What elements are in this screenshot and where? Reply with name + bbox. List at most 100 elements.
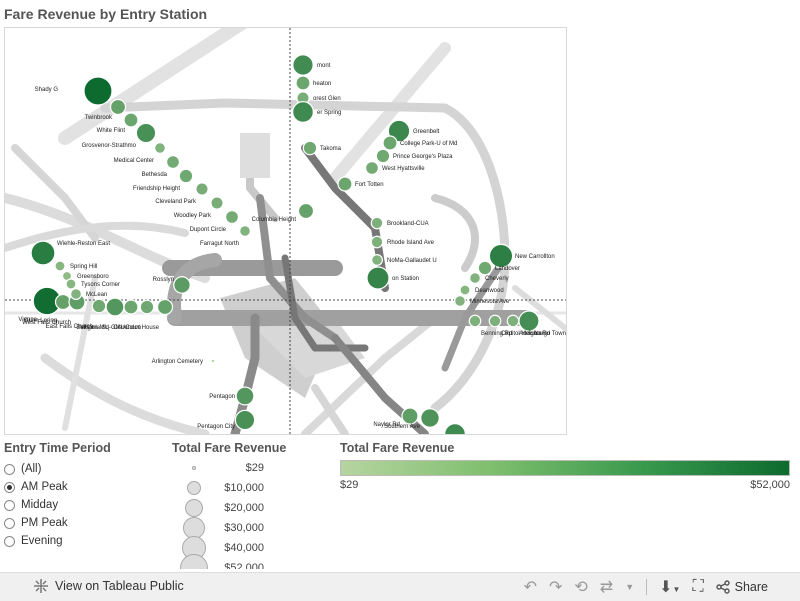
- station-label: Cheverly: [485, 276, 509, 282]
- view-on-tableau-label: View on Tableau Public: [55, 579, 184, 593]
- station-label: Bethesda: [142, 172, 168, 178]
- share-icon: [715, 580, 730, 594]
- redo-icon[interactable]: ↷: [548, 579, 563, 596]
- station-bubble[interactable]: [234, 409, 256, 431]
- station-bubble[interactable]: [459, 284, 471, 296]
- radio-button[interactable]: [4, 535, 15, 547]
- station-bubble[interactable]: [468, 314, 482, 328]
- station-bubble[interactable]: [235, 386, 255, 406]
- station-bubble[interactable]: [292, 101, 314, 123]
- station-bubble[interactable]: [295, 75, 311, 91]
- station-bubble[interactable]: [370, 216, 384, 230]
- station-bubble[interactable]: [30, 240, 56, 266]
- station-bubble[interactable]: [488, 314, 502, 328]
- station-label: on Station: [392, 276, 419, 282]
- size-legend-label: $30,000: [224, 522, 264, 534]
- station-bubble[interactable]: [123, 112, 139, 128]
- station-bubble[interactable]: [477, 260, 493, 276]
- station-label: Landover: [495, 266, 520, 272]
- station-label: heaton: [313, 81, 331, 87]
- view-on-tableau-public-link[interactable]: View on Tableau Public: [34, 579, 184, 593]
- station-bubble[interactable]: [364, 160, 380, 176]
- refresh-icon[interactable]: ⇄: [599, 579, 614, 596]
- station-bubble[interactable]: [210, 358, 216, 364]
- station-bubble[interactable]: [292, 54, 314, 76]
- radio-button[interactable]: [4, 481, 15, 493]
- station-bubble[interactable]: [387, 119, 411, 143]
- station-bubble[interactable]: [375, 148, 391, 164]
- station-bubble[interactable]: [178, 168, 194, 184]
- station-bubble[interactable]: [135, 122, 157, 144]
- station-bubble[interactable]: [105, 297, 125, 317]
- station-bubble[interactable]: [518, 310, 540, 332]
- station-bubble[interactable]: [371, 254, 383, 266]
- station-bubble[interactable]: [444, 423, 466, 434]
- size-legend-circle: [192, 466, 196, 470]
- share-label: Share: [734, 580, 768, 594]
- filter-option-3[interactable]: PM Peak: [4, 514, 164, 532]
- station-bubble[interactable]: [420, 408, 440, 428]
- station-bubble[interactable]: [65, 278, 77, 290]
- station-bubble[interactable]: [109, 98, 127, 116]
- station-bubble[interactable]: [83, 76, 113, 106]
- station-bubble[interactable]: [173, 276, 191, 294]
- size-legend-label: $20,000: [224, 502, 264, 514]
- download-icon[interactable]: ⬇▼: [659, 579, 681, 596]
- color-ramp: [340, 460, 790, 476]
- station-bubble[interactable]: [297, 202, 315, 220]
- station-bubble[interactable]: [382, 135, 398, 151]
- station-bubble[interactable]: [469, 272, 481, 284]
- station-bubble[interactable]: [165, 154, 181, 170]
- station-label: Grosvenor-Strathmo: [82, 143, 137, 149]
- station-bubble[interactable]: [156, 298, 174, 316]
- station-label: Court House: [125, 325, 159, 331]
- station-bubble[interactable]: [70, 288, 82, 300]
- station-label: Tysons Corner: [81, 282, 120, 288]
- size-legend-label: $10,000: [224, 482, 264, 494]
- station-label: White Flint: [97, 128, 126, 134]
- station-label: Arlington Cemetery: [152, 359, 203, 365]
- filter-option-2[interactable]: Midday: [4, 496, 164, 514]
- station-label: Benning Rd: [481, 331, 512, 337]
- station-bubble[interactable]: [54, 293, 72, 311]
- fullscreen-icon[interactable]: ⛶: [692, 578, 704, 595]
- undo-icon[interactable]: ↶: [523, 579, 537, 596]
- filter-option-0[interactable]: (All): [4, 460, 164, 478]
- station-bubble[interactable]: [123, 299, 139, 315]
- filter-option-4[interactable]: Evening: [4, 532, 164, 550]
- radio-button[interactable]: [4, 517, 15, 529]
- station-bubble[interactable]: [154, 142, 166, 154]
- filter-option-label: (All): [21, 463, 42, 475]
- station-bubble[interactable]: [454, 295, 466, 307]
- station-bubble[interactable]: [401, 407, 419, 425]
- station-label: Pentagon City: [197, 424, 235, 430]
- station-label: Ballston-MU: [76, 325, 109, 331]
- station-bubble[interactable]: [54, 260, 66, 272]
- station-label: Deanwood: [475, 288, 504, 294]
- station-bubble[interactable]: [506, 314, 520, 328]
- station-bubble[interactable]: [302, 140, 318, 156]
- station-label: Shady G: [35, 87, 59, 93]
- station-bubble[interactable]: [91, 298, 107, 314]
- station-bubble[interactable]: [337, 176, 353, 192]
- share-button[interactable]: Share: [715, 580, 768, 594]
- size-legend-label: $52,000: [224, 562, 264, 569]
- station-bubble[interactable]: [139, 299, 155, 315]
- radio-button[interactable]: [4, 499, 15, 511]
- station-bubble[interactable]: [239, 225, 251, 237]
- revert-icon[interactable]: ⟲: [574, 579, 588, 596]
- filter-option-1[interactable]: AM Peak: [4, 478, 164, 496]
- station-bubble[interactable]: [366, 266, 390, 290]
- size-legend-label: $29: [245, 462, 264, 474]
- dropdown-chevron-icon[interactable]: ▼: [625, 582, 635, 592]
- station-label: NoMa-Gallaudet U: [387, 258, 437, 264]
- station-bubble[interactable]: [210, 196, 224, 210]
- station-label: Dunn Loring: [24, 318, 57, 324]
- station-bubble[interactable]: [488, 243, 514, 269]
- station-bubble[interactable]: [195, 182, 209, 196]
- station-bubble[interactable]: [370, 235, 384, 249]
- station-bubble[interactable]: [224, 209, 240, 225]
- radio-button[interactable]: [4, 463, 15, 475]
